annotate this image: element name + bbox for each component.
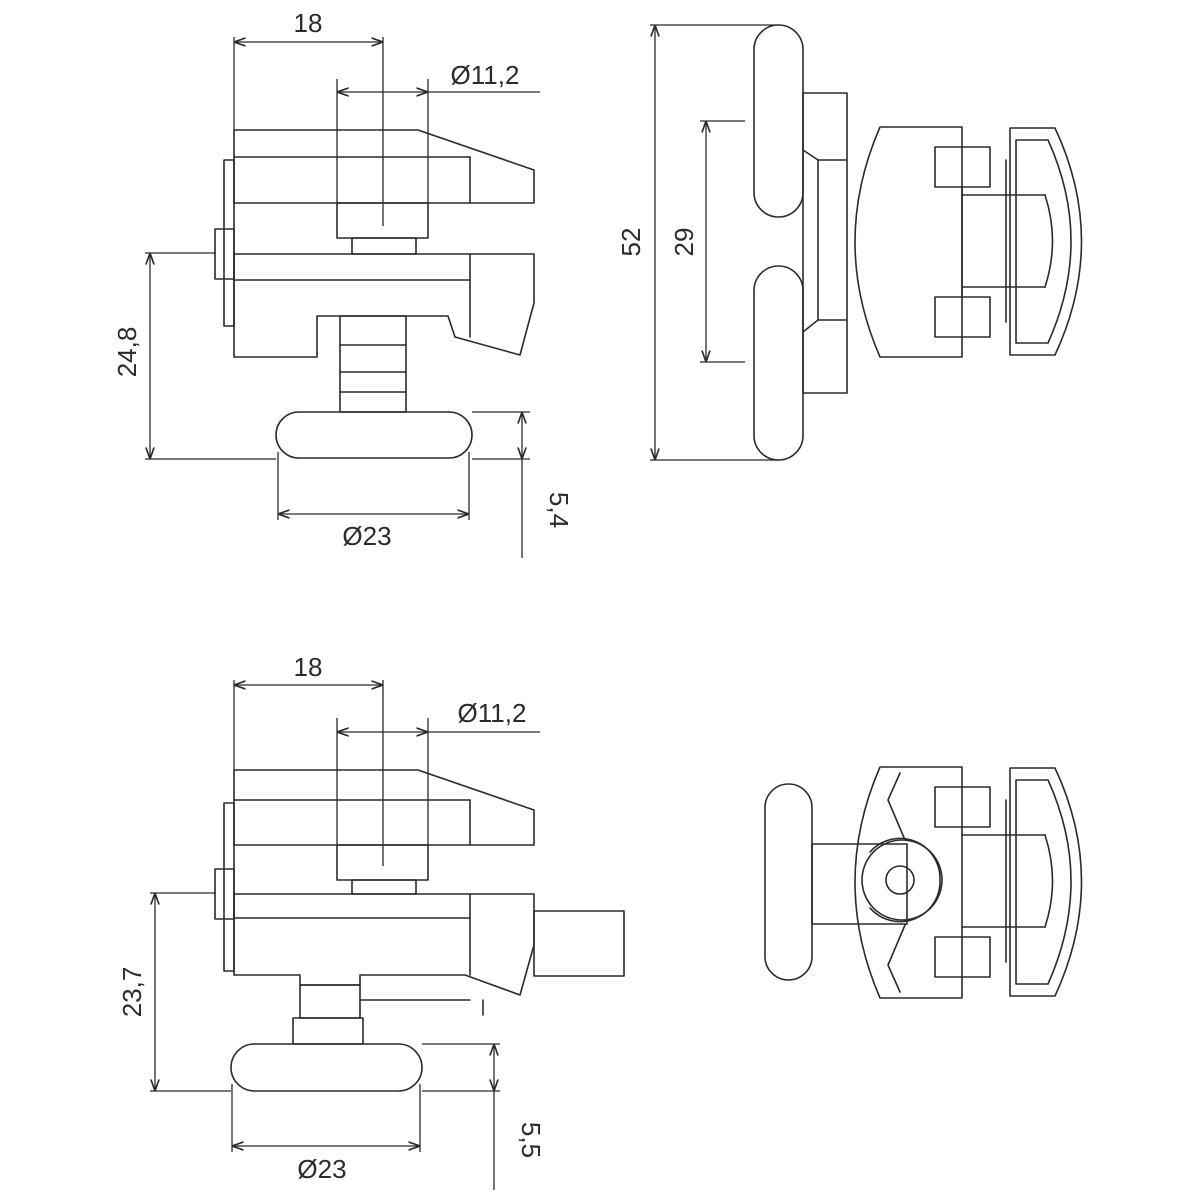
top-front-dimensions: 52 29 (616, 24, 778, 461)
dim-knob-diameter-label: Ø23 (342, 521, 391, 551)
dim-width-label-2: 18 (294, 652, 323, 682)
pivot-hole (885, 865, 915, 895)
dim-knob-diameter-label-2: Ø23 (297, 1154, 346, 1184)
dim-inner-label: 29 (669, 228, 699, 257)
side-tab (214, 228, 235, 280)
roller-bracket (1005, 127, 1083, 356)
top-front-view: 52 29 (616, 24, 1083, 461)
dim-bore-label: Ø11,2 (451, 60, 520, 90)
screw-shaft (339, 315, 407, 413)
lever-lower (753, 265, 804, 461)
screw-shaft-2 (292, 984, 364, 1045)
lower-clamp-body (214, 228, 535, 358)
pivot-disc (861, 839, 943, 921)
knob (275, 411, 473, 459)
lever-upper (753, 24, 804, 218)
wheel-housing-2 (854, 766, 1054, 999)
top-side-view: 18 Ø11,2 24,8 Ø23 5,4 (112, 8, 574, 558)
upper-clamp-body-2 (223, 769, 535, 972)
side-tab-2 (214, 868, 235, 920)
dim-knob-thickness-label: 5,4 (544, 492, 574, 528)
knob-2 (230, 1043, 423, 1092)
lever-2 (764, 783, 813, 981)
dim-overall-label: 52 (616, 228, 646, 257)
lever-body (753, 24, 848, 461)
wheel-housing (854, 126, 1054, 358)
pivot-arm (811, 843, 908, 925)
top-side-dimensions: 18 Ø11,2 24,8 Ø23 5,4 (112, 8, 574, 558)
lower-clamp-body-2 (214, 868, 625, 1016)
dim-width-label: 18 (294, 8, 323, 38)
dim-knob-thickness-label-2: 5,5 (516, 1122, 546, 1158)
bottom-side-dimensions: 18 Ø11,2 23,7 Ø23 5,5 (117, 652, 546, 1190)
dim-height-label-2: 23,7 (117, 967, 147, 1018)
side-extension (533, 910, 625, 977)
bottom-side-view: 18 Ø11,2 23,7 Ø23 5,5 (117, 652, 625, 1190)
roller-bracket-2 (1005, 767, 1083, 997)
upper-clamp-body (223, 129, 535, 327)
dim-bore-label-2: Ø11,2 (458, 698, 527, 728)
dim-height-label: 24,8 (112, 327, 142, 378)
bottom-front-view (764, 766, 1083, 999)
